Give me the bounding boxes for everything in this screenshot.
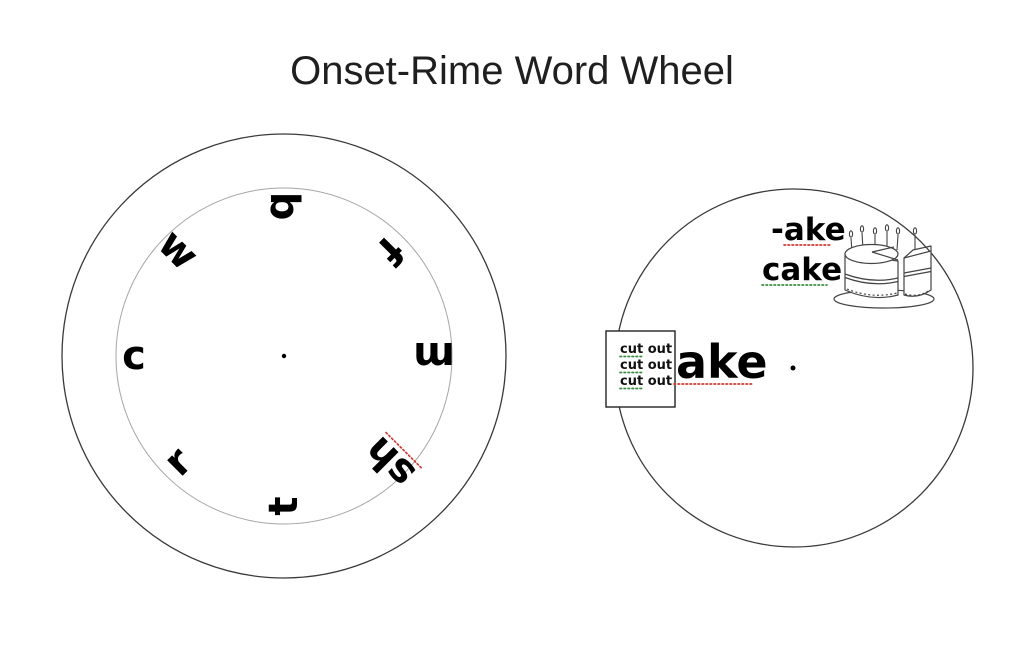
bottom-wheel-center-pin-dot — [281, 353, 287, 359]
rime-heading-text: -ake — [771, 212, 846, 248]
bottom-wheel-inner-circle — [115, 187, 453, 525]
top-rime-wheel: cut out cut out cut out ake -ake cake — [605, 188, 974, 548]
bottom-onset-wheel: b w f c m r sh t — [61, 133, 507, 579]
window-rime-text: ake — [676, 335, 768, 389]
onset-letter-c: c — [122, 333, 146, 379]
example-word-text: cake — [762, 252, 842, 288]
cut-out-label-3: cut out — [620, 374, 672, 389]
red-dotted-underline-sh — [383, 430, 422, 469]
onset-letter-t: t — [261, 496, 307, 515]
top-wheel-center-pin-dot — [790, 365, 796, 371]
onset-letter-m: m — [413, 333, 455, 379]
cut-out-label-1: cut out — [620, 342, 672, 357]
onset-letter-b: b — [261, 192, 307, 221]
page-title: Onset-Rime Word Wheel — [290, 49, 734, 93]
cut-out-window — [605, 330, 676, 408]
cut-out-label-2: cut out — [620, 358, 672, 373]
birthday-cake-icon — [833, 224, 935, 309]
